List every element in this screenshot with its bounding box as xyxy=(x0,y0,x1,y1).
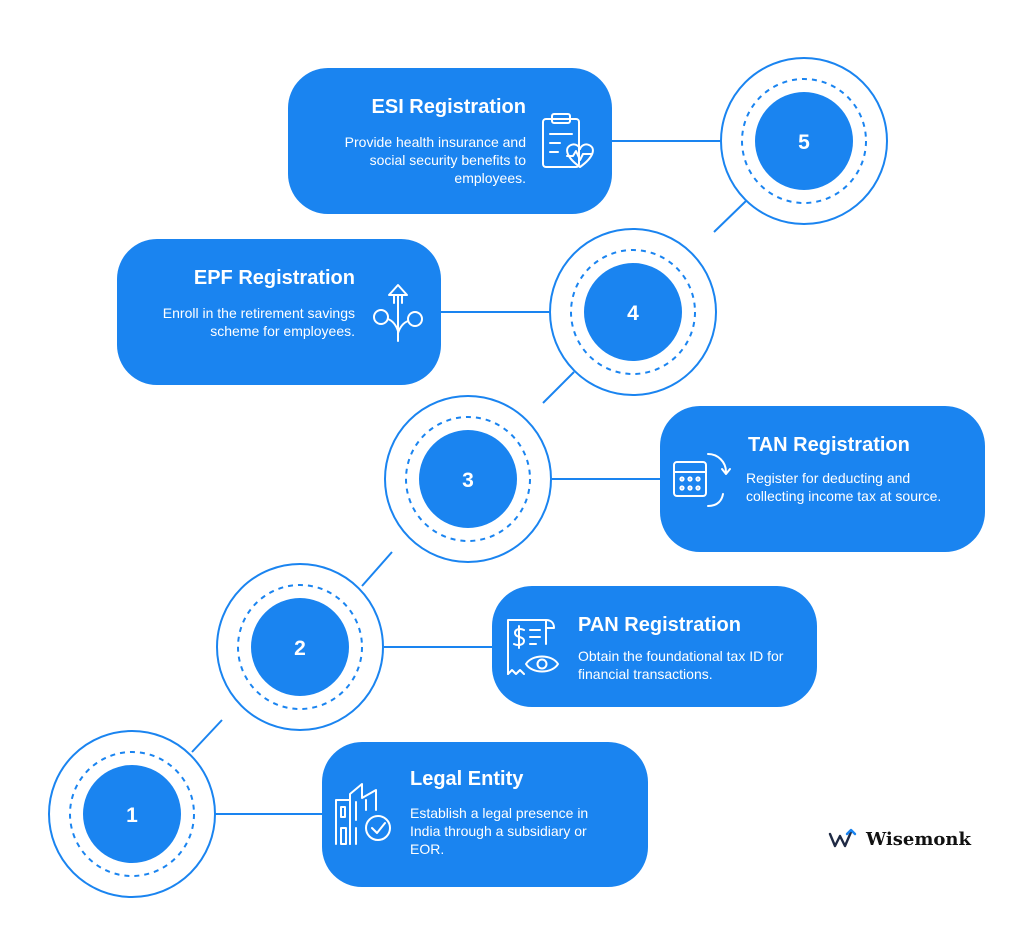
calculator-cycle-icon xyxy=(673,453,731,507)
step-description: Obtain the foundational tax ID for finan… xyxy=(578,648,784,682)
step-circle-5: 5 xyxy=(720,57,888,225)
step-title: TAN Registration xyxy=(748,434,910,456)
step-circle-2: 2 xyxy=(216,563,384,731)
brand: Wisemonk xyxy=(828,828,971,850)
brand-name: Wisemonk xyxy=(866,828,971,850)
step-circle-4: 4 xyxy=(549,228,717,396)
step-card-tan: TAN Registration Register for deducting … xyxy=(660,406,985,552)
step-title: ESI Registration xyxy=(371,96,526,118)
step-description: Provide health insurance and social secu… xyxy=(344,134,526,186)
step-title: Legal Entity xyxy=(410,768,524,790)
building-check-icon xyxy=(335,783,391,845)
connector-2-3 xyxy=(361,551,393,587)
connector-3-4 xyxy=(542,371,575,404)
step-title: PAN Registration xyxy=(578,614,741,636)
step-description: Establish a legal presence in India thro… xyxy=(410,805,589,857)
step-circle-3: 3 xyxy=(384,395,552,563)
step-title: EPF Registration xyxy=(193,267,355,289)
wisemonk-logo-icon xyxy=(828,828,857,848)
connector-1-2 xyxy=(191,719,223,753)
step-card-pan: PAN Registration Obtain the foundational… xyxy=(492,586,817,707)
step-card-epf: EPF Registration Enroll in the retiremen… xyxy=(117,239,441,385)
step-number-2: 2 xyxy=(294,637,306,660)
step-number-4: 4 xyxy=(627,302,639,325)
step-number-3: 3 xyxy=(462,469,474,492)
step-card-esi: ESI Registration Provide health insuranc… xyxy=(288,68,612,214)
step-description: Register for deducting and collecting in… xyxy=(746,470,942,504)
step-number-1: 1 xyxy=(126,804,138,827)
step-card-legal-entity: Legal Entity Establish a legal presence … xyxy=(322,742,648,887)
connector-4-5 xyxy=(713,200,747,233)
receipt-eye-icon xyxy=(507,619,559,675)
clipboard-heart-icon xyxy=(542,113,594,168)
step-circle-1: 1 xyxy=(48,730,216,898)
step-number-5: 5 xyxy=(798,131,810,154)
step-description: Enroll in the retirement savings scheme … xyxy=(162,305,355,339)
plant-growth-icon xyxy=(373,284,423,342)
